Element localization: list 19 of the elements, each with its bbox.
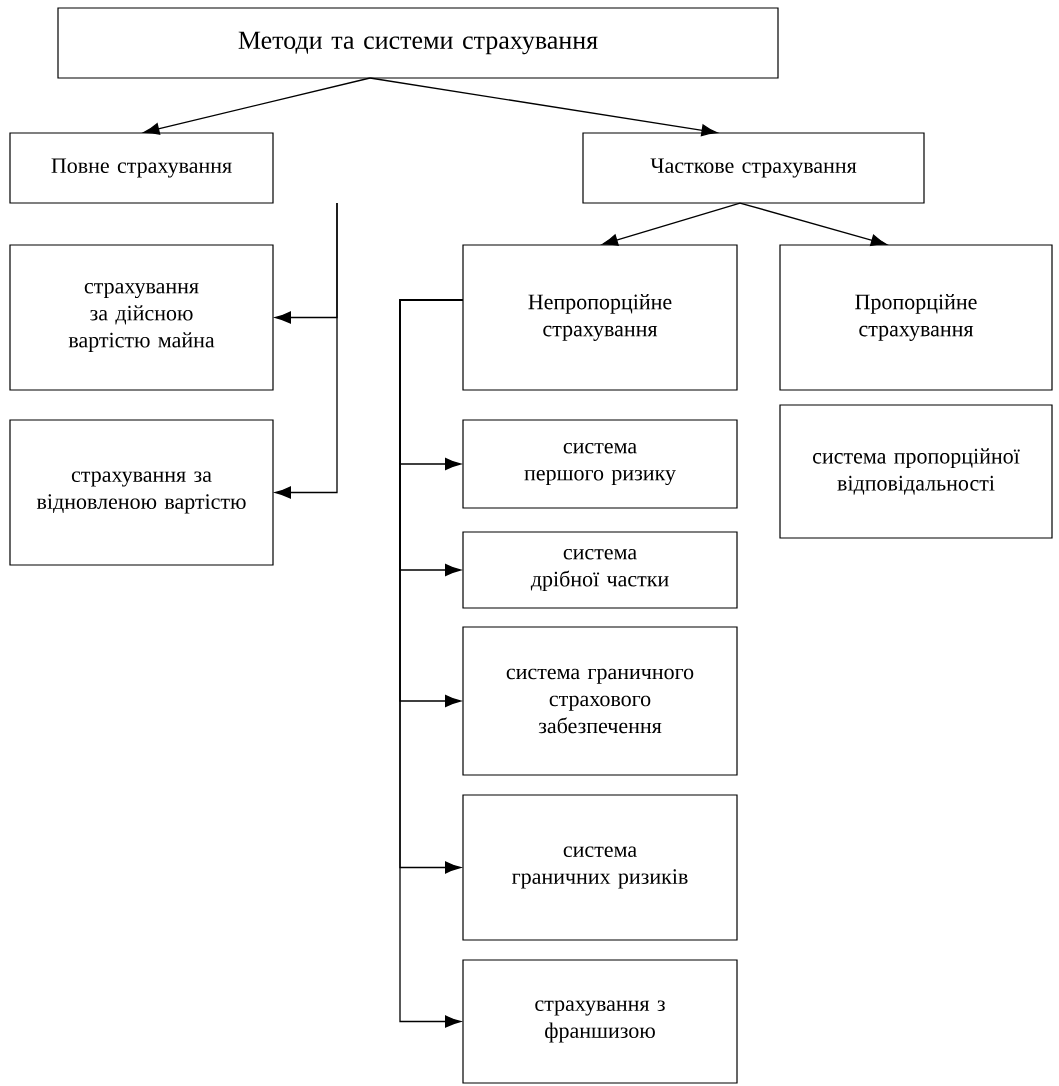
arrow bbox=[399, 299, 464, 1028]
text-box: Непропорційне страхування bbox=[462, 244, 738, 391]
text-box: Повне страхування bbox=[9, 132, 274, 204]
text-box: система дрібної частки bbox=[462, 531, 738, 609]
text-box: Пропорційне страхування bbox=[779, 244, 1053, 391]
text-box: система пропорційної відповідальності bbox=[779, 404, 1053, 539]
arrow bbox=[369, 77, 718, 137]
text-box: страхування за дійсною вартістю майна bbox=[9, 244, 274, 391]
text-box: система граничних ризиків bbox=[462, 794, 738, 941]
text-box: страхування з франшизою bbox=[462, 959, 738, 1084]
text-box: Часткове страхування bbox=[582, 132, 925, 204]
title-box: Методи та системи страхування bbox=[57, 7, 779, 79]
text-box: страхування за відновленою вартістю bbox=[9, 419, 274, 566]
text-box: система граничного страхового забезпечення bbox=[462, 626, 738, 776]
arrow bbox=[602, 202, 741, 246]
arrow bbox=[143, 77, 371, 135]
arrow bbox=[739, 202, 887, 247]
text-box: система першого ризику bbox=[462, 419, 738, 509]
arrow bbox=[275, 202, 338, 499]
